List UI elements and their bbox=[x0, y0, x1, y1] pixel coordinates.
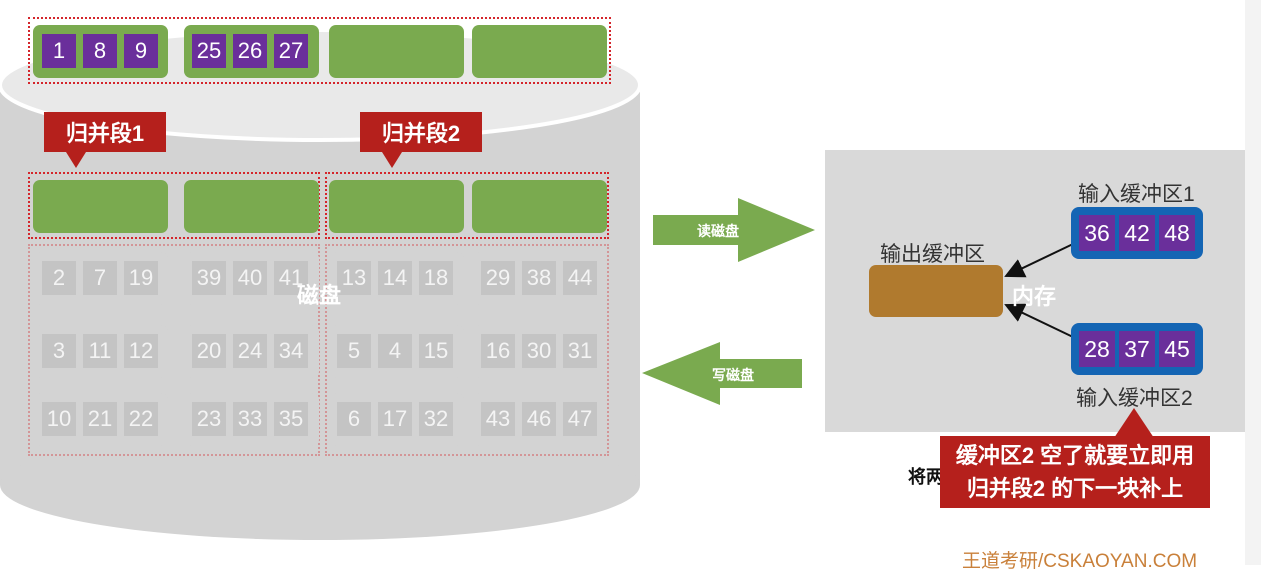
record-cell: 43 bbox=[481, 402, 515, 436]
record-cell: 33 bbox=[233, 402, 267, 436]
right-edge-bar bbox=[1245, 0, 1261, 565]
record-cell: 8 bbox=[83, 34, 117, 68]
record-cell: 6 bbox=[337, 402, 371, 436]
disk-block bbox=[472, 25, 607, 78]
record-cell: 16 bbox=[481, 334, 515, 368]
disk-block bbox=[33, 180, 168, 233]
disk-block: 43 46 47 bbox=[472, 393, 607, 446]
record-cell: 44 bbox=[563, 261, 597, 295]
disk-block: 29 38 44 bbox=[472, 252, 607, 305]
record-cell: 30 bbox=[522, 334, 556, 368]
record-cell: 24 bbox=[233, 334, 267, 368]
output-buffer-label: 输出缓冲区 bbox=[880, 243, 985, 266]
record-cell: 20 bbox=[192, 334, 226, 368]
output-buffer bbox=[869, 265, 1003, 317]
disk-block: 25 26 27 bbox=[184, 25, 319, 78]
note-pointer bbox=[1114, 408, 1154, 438]
record-cell: 47 bbox=[563, 402, 597, 436]
disk-block bbox=[472, 180, 607, 233]
buffer1-to-output-arrow bbox=[1004, 243, 1074, 278]
record-cell: 21 bbox=[83, 402, 117, 436]
disk-block bbox=[184, 180, 319, 233]
disk-block bbox=[329, 180, 464, 233]
record-cell: 29 bbox=[481, 261, 515, 295]
record-cell: 25 bbox=[192, 34, 226, 68]
input-buffer1-label: 输入缓冲区1 bbox=[1078, 183, 1195, 206]
record-cell: 38 bbox=[522, 261, 556, 295]
record-cell: 11 bbox=[83, 334, 117, 368]
disk-block: 1 8 9 bbox=[33, 25, 168, 78]
segment1-label: 归并段1 bbox=[65, 121, 145, 146]
record-cell: 42 bbox=[1119, 215, 1155, 251]
segment1-callout: 归并段1 bbox=[44, 112, 166, 168]
record-cell: 3 bbox=[42, 334, 76, 368]
note-callout: 缓冲区2 空了就要立即用 归并段2 的下一块补上 bbox=[940, 436, 1210, 508]
record-cell: 4 bbox=[378, 334, 412, 368]
record-cell: 2 bbox=[42, 261, 76, 295]
record-cell: 40 bbox=[233, 261, 267, 295]
disk-block bbox=[329, 25, 464, 78]
disk-block: 10 21 22 bbox=[33, 393, 168, 446]
write-disk-arrow bbox=[642, 342, 802, 405]
input-buffer2: 28 37 45 bbox=[1071, 323, 1203, 375]
record-cell: 27 bbox=[274, 34, 308, 68]
record-cell: 18 bbox=[419, 261, 453, 295]
disk-block: 2 7 19 bbox=[33, 252, 168, 305]
record-cell: 31 bbox=[563, 334, 597, 368]
record-cell: 19 bbox=[124, 261, 158, 295]
buffer2-to-output-arrow bbox=[1004, 303, 1074, 338]
footer-brand: 王道考研/CSKAOYAN.COM bbox=[962, 551, 1198, 572]
record-cell: 15 bbox=[419, 334, 453, 368]
write-disk-label: 写磁盘 bbox=[712, 367, 754, 383]
note-line2: 归并段2 的下一块补上 bbox=[966, 476, 1184, 501]
input-buffer2-label: 输入缓冲区2 bbox=[1076, 387, 1193, 410]
record-cell: 45 bbox=[1159, 331, 1195, 367]
record-cell: 5 bbox=[337, 334, 371, 368]
input-buffer1: 36 42 48 bbox=[1071, 207, 1203, 259]
read-disk-label: 读磁盘 bbox=[697, 223, 739, 239]
record-cell: 34 bbox=[274, 334, 308, 368]
record-cell: 13 bbox=[337, 261, 371, 295]
record-cell: 39 bbox=[192, 261, 226, 295]
segment1-outline bbox=[28, 172, 320, 239]
disk-label: 磁盘 bbox=[297, 283, 342, 308]
disk-block: 3 11 12 bbox=[33, 325, 168, 378]
read-disk-arrow bbox=[653, 198, 815, 262]
disk-block: 6 17 32 bbox=[329, 393, 464, 446]
record-cell: 1 bbox=[42, 34, 76, 68]
lower-right-outline bbox=[325, 244, 609, 456]
record-cell: 32 bbox=[419, 402, 453, 436]
segment2-label: 归并段2 bbox=[381, 121, 461, 146]
disk-block: 23 33 35 bbox=[184, 393, 319, 446]
record-cell: 46 bbox=[522, 402, 556, 436]
record-cell: 22 bbox=[124, 402, 158, 436]
disk-block: 20 24 34 bbox=[184, 325, 319, 378]
disk-block: 39 40 41 bbox=[184, 252, 319, 305]
partial-text: 将两 bbox=[908, 467, 944, 487]
segment2-outline bbox=[325, 172, 609, 239]
record-cell: 26 bbox=[233, 34, 267, 68]
record-cell: 37 bbox=[1119, 331, 1155, 367]
disk-block: 5 4 15 bbox=[329, 325, 464, 378]
record-cell: 23 bbox=[192, 402, 226, 436]
disk-block: 16 30 31 bbox=[472, 325, 607, 378]
record-cell: 36 bbox=[1079, 215, 1115, 251]
disk-block: 13 14 18 bbox=[329, 252, 464, 305]
lower-left-outline bbox=[28, 244, 320, 456]
record-cell: 7 bbox=[83, 261, 117, 295]
record-cell: 9 bbox=[124, 34, 158, 68]
record-cell: 14 bbox=[378, 261, 412, 295]
record-cell: 12 bbox=[124, 334, 158, 368]
record-cell: 28 bbox=[1079, 331, 1115, 367]
record-cell: 48 bbox=[1159, 215, 1195, 251]
record-cell: 41 bbox=[274, 261, 308, 295]
memory-label: 内存 bbox=[1012, 284, 1057, 309]
record-cell: 35 bbox=[274, 402, 308, 436]
record-cell: 10 bbox=[42, 402, 76, 436]
record-cell: 17 bbox=[378, 402, 412, 436]
segment2-callout: 归并段2 bbox=[360, 112, 482, 168]
note-line1: 缓冲区2 空了就要立即用 bbox=[955, 443, 1195, 468]
top-blocks-outline bbox=[28, 17, 611, 84]
